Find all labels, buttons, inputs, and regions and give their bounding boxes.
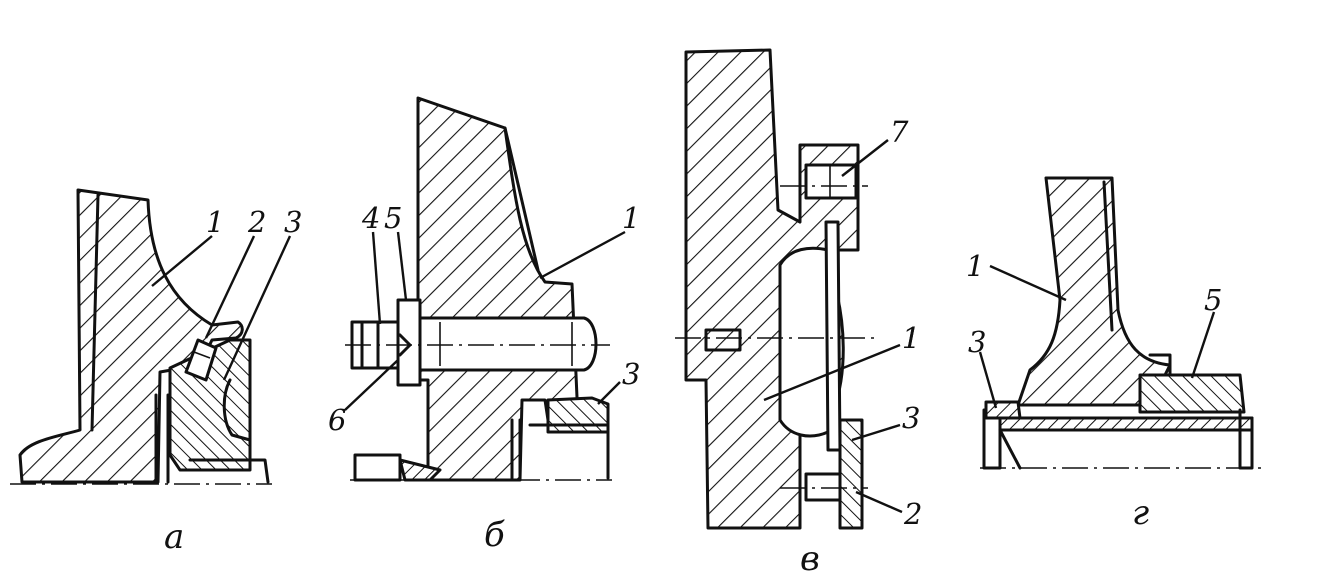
label-c-2: 2: [903, 497, 922, 531]
caption-c: в: [800, 539, 820, 578]
label-b-3: 3: [622, 357, 640, 391]
nut-5-d: [1138, 373, 1246, 414]
label-b-5: 5: [384, 201, 402, 235]
impeller-disc-d: [1016, 176, 1172, 407]
impeller-disc-a: [18, 188, 244, 484]
view-b: 4 5 1 6 3 б: [328, 96, 640, 555]
label-c-1b: 1: [902, 321, 920, 355]
ring-3-d: [984, 400, 1022, 420]
label-c-1: 1: [902, 321, 920, 355]
label-d-5: 5: [1204, 283, 1222, 317]
label-d-3: 3: [968, 325, 986, 359]
view-a: 1 2 3 а: [10, 188, 302, 557]
bolt-shank-b: [418, 316, 598, 372]
recess-c: [778, 246, 830, 438]
label-c-3: 3: [902, 401, 920, 435]
label-c-7: 7: [890, 115, 909, 149]
view-d: 1 5 3 г: [966, 176, 1262, 533]
label-d-1: 1: [966, 249, 984, 283]
label-b-1: 1: [622, 201, 640, 235]
caption-d: г: [1132, 493, 1149, 533]
pin-2-a: [184, 338, 218, 382]
label-b-6: 6: [328, 403, 346, 437]
caption-a: а: [164, 517, 184, 557]
ring-3-c: [838, 418, 864, 530]
nut-7-c: [804, 163, 858, 200]
view-c: 7 1 1 3 2 в: [675, 48, 922, 578]
caption-b: б: [484, 515, 505, 555]
label-a-2: 2: [247, 205, 266, 239]
label-b-4: 4: [361, 201, 380, 235]
label-a-3: 3: [284, 205, 302, 239]
label-a-1: 1: [206, 205, 224, 239]
long-bolt-c: [824, 220, 842, 452]
shaft-d: [998, 416, 1254, 432]
